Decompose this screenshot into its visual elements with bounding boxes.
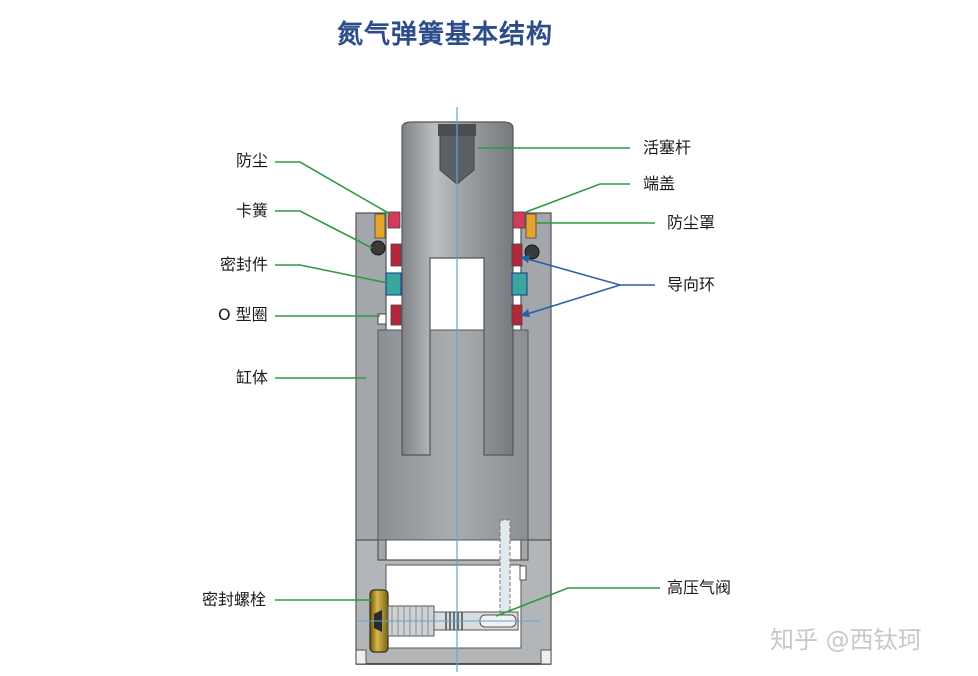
left-o-ring: [377, 313, 387, 325]
right-end-cap-insert: [525, 213, 537, 239]
base-right-foot: [540, 649, 552, 665]
right-dust-seal: [512, 211, 526, 229]
label-high-pressure-valve: 高压气阀: [667, 578, 732, 597]
leader-dust-seal: [275, 161, 391, 215]
arrowhead-guide-ring-lower: [520, 309, 530, 317]
label-end-cap: 端盖: [643, 174, 676, 193]
label-o-ring: O 型圈: [218, 305, 268, 324]
leader-guide-ring-lower: [523, 284, 621, 316]
label-cylinder-body: 缸体: [236, 368, 269, 387]
guide-ring-leaders: [523, 257, 655, 316]
left-guide-ring-lower: [390, 304, 402, 326]
label-piston-rod: 活塞杆: [643, 138, 692, 157]
guide-ring-arrowheads: [520, 255, 530, 317]
label-seal: 密封件: [220, 255, 269, 274]
label-seal-bolt: 密封螺栓: [202, 590, 267, 609]
watermark: 知乎 @西钛珂: [770, 626, 922, 654]
left-end-cap-insert: [374, 213, 386, 239]
label-guide-ring: 导向环: [667, 275, 716, 294]
leader-seal: [275, 264, 389, 284]
valve-side-port: [519, 565, 527, 581]
left-guide-ring-upper: [390, 243, 402, 267]
left-seal: [385, 272, 402, 296]
right-guide-ring-lower: [511, 304, 523, 326]
leader-snap-spring: [275, 210, 373, 249]
right-seal: [511, 272, 528, 296]
arrowhead-guide-ring-upper: [520, 255, 530, 263]
piston-rod: [401, 121, 514, 456]
label-dust-cover: 防尘罩: [667, 213, 716, 232]
base-left-foot: [355, 649, 367, 665]
label-dust-seal: 防尘: [236, 151, 269, 170]
left-dust-seal: [387, 211, 401, 229]
diagram-title: 氮气弹簧基本结构: [336, 20, 553, 50]
leader-high-pressure-valve: [495, 587, 660, 617]
label-snap-spring: 卡簧: [236, 201, 269, 220]
left-snap-spring: [370, 240, 386, 256]
right-guide-ring-upper: [511, 243, 523, 267]
leader-end-cap: [525, 183, 630, 213]
leader-lines: [275, 147, 660, 617]
valve-tube: [499, 519, 511, 621]
